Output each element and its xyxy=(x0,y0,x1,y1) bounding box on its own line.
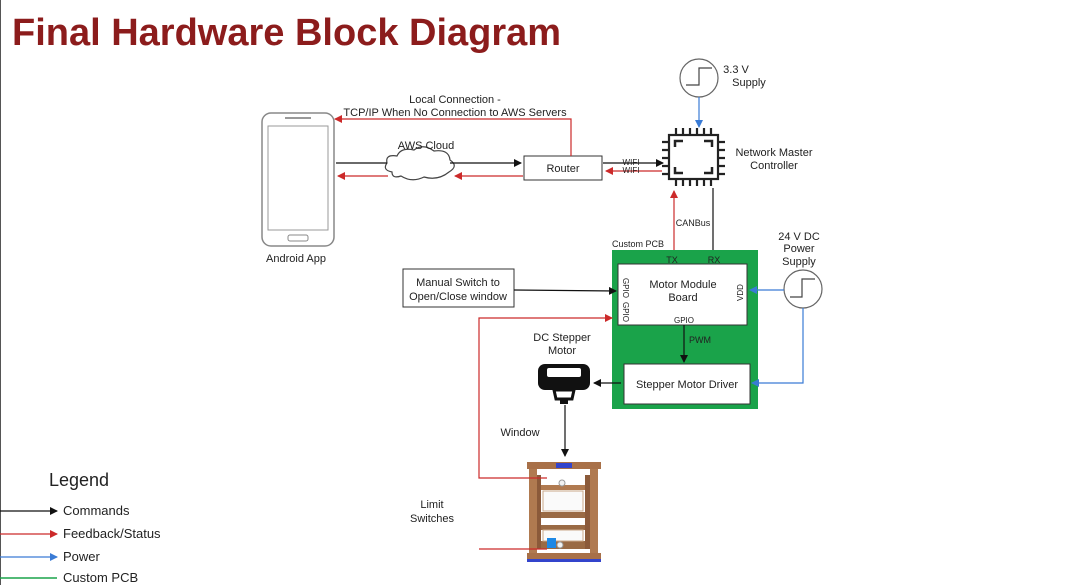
limit-switches-label-1: Limit xyxy=(420,499,443,511)
canbus-label: CANBus xyxy=(676,218,711,228)
network-master-label-2: Controller xyxy=(750,160,798,172)
stepper-driver-label: Stepper Motor Driver xyxy=(636,379,738,391)
local-connection-label-1: Local Connection - xyxy=(409,94,501,106)
legend-power-label: Power xyxy=(63,549,101,564)
rx-pin-label: RX xyxy=(708,255,721,265)
supply-33v-label-2: Supply xyxy=(732,77,766,89)
supply-33v-label-1: 3.3 V xyxy=(723,64,749,76)
manual-switch-label-1: Manual Switch to xyxy=(416,277,500,289)
motor-module-label-2: Board xyxy=(668,292,697,304)
local-connection-label-2: TCP/IP When No Connection to AWS Servers xyxy=(343,107,567,119)
dc-motor-label-1: DC Stepper xyxy=(533,332,591,344)
limit-switch-top-feedback xyxy=(478,314,613,479)
wifi-label-2: WIFI xyxy=(623,166,640,175)
aws-cloud-icon xyxy=(384,146,455,181)
limit-switches-label-2: Switches xyxy=(410,513,455,525)
vdd-label: VDD xyxy=(736,284,745,301)
supply-24v-label-2: Power xyxy=(783,243,815,255)
custom-pcb-label: Custom PCB xyxy=(612,239,664,249)
supply-24v-step-icon xyxy=(790,278,815,298)
window-label: Window xyxy=(500,427,539,439)
legend-commands-label: Commands xyxy=(63,503,130,518)
gpio-left-label-1: GPIO xyxy=(621,278,630,298)
aws-cloud-label: AWS Cloud xyxy=(398,140,454,152)
supply-24v-driver-line xyxy=(751,308,804,387)
supply-24v-label-1: 24 V DC xyxy=(778,231,820,243)
stepper-driver-box xyxy=(623,363,751,405)
motor-module-board xyxy=(617,263,748,326)
window-frame-image xyxy=(527,462,601,562)
supply-33v-step-icon xyxy=(686,67,712,86)
supply-24v-label-3: Supply xyxy=(782,256,816,268)
manual-switch-label-2: Open/Close window xyxy=(409,291,507,303)
wifi-label-1: WIFI xyxy=(623,158,640,167)
slide-left-border xyxy=(0,0,1,585)
network-master-chip-icon xyxy=(662,128,725,186)
motor-module-label-1: Motor Module xyxy=(649,279,716,291)
pwm-label: PWM xyxy=(689,335,711,345)
android-app-label: Android App xyxy=(266,253,326,265)
manual-switch-command-line xyxy=(513,286,617,295)
legend-title: Legend xyxy=(49,470,109,490)
local-connection-line xyxy=(334,115,572,156)
supply-24v-icon xyxy=(783,269,823,309)
dc-motor-label-2: Motor xyxy=(548,345,576,357)
gpio-left-label-2: GPIO xyxy=(621,302,630,322)
legend-custom-pcb-label: Custom PCB xyxy=(63,570,138,585)
stepper-motor-icon xyxy=(538,364,590,404)
manual-switch-box xyxy=(402,268,515,308)
gpio-bottom-label: GPIO xyxy=(674,316,694,325)
android-phone-icon xyxy=(261,112,335,247)
router-label: Router xyxy=(546,163,579,175)
tx-pin-label: TX xyxy=(666,255,678,265)
slide-title: Final Hardware Block Diagram xyxy=(12,12,562,54)
router-box xyxy=(523,155,603,181)
legend-feedback-label: Feedback/Status xyxy=(63,526,161,541)
network-master-label-1: Network Master xyxy=(735,147,812,159)
